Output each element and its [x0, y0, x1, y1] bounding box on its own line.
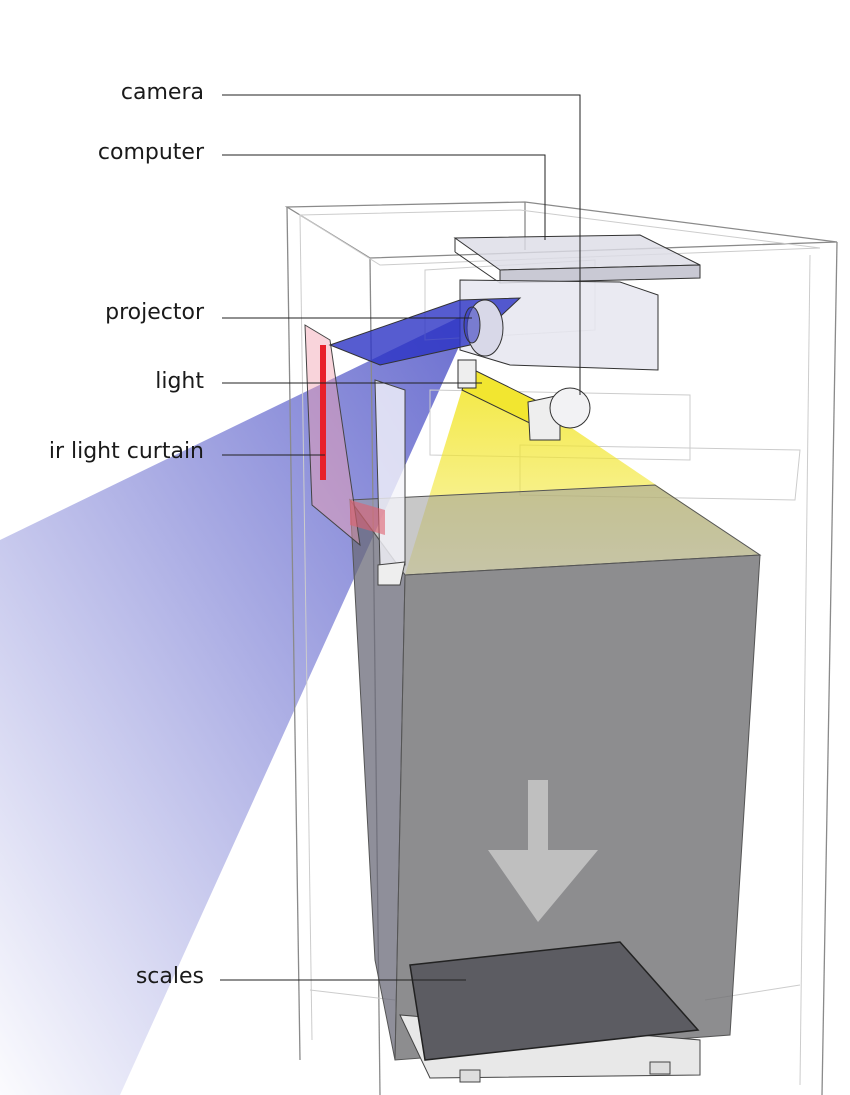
- leader-lines: [220, 94, 581, 981]
- camera-device: [549, 387, 591, 429]
- label-ir-light-curtain: ir light curtain: [48, 439, 204, 464]
- label-computer: computer: [97, 140, 204, 165]
- label-light: light: [155, 369, 204, 394]
- label-scales: scales: [135, 964, 204, 989]
- scales-device: [399, 941, 701, 1083]
- label-camera: camera: [120, 80, 204, 105]
- label-projector: projector: [105, 300, 204, 325]
- leader-computer: [222, 154, 546, 240]
- leader-camera: [222, 94, 581, 395]
- computer-device: [453, 234, 701, 284]
- bin: [349, 484, 762, 1061]
- ir-light-curtain: [304, 324, 406, 586]
- down-arrow-icon: [488, 780, 598, 922]
- projector-device: [328, 279, 659, 371]
